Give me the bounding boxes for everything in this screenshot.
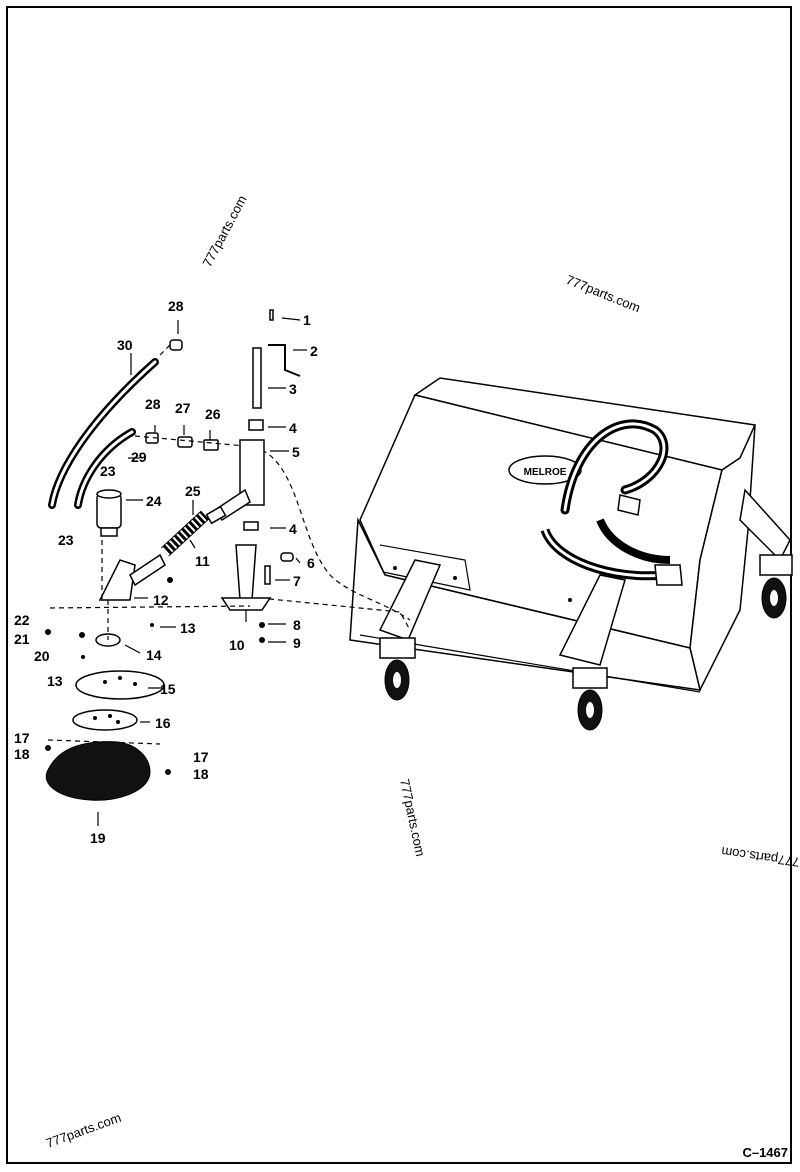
watermark-2: 777parts.com bbox=[564, 272, 643, 315]
callout-17a: 17 bbox=[14, 730, 30, 746]
callout-8: 8 bbox=[293, 617, 301, 633]
callout-21: 21 bbox=[14, 631, 30, 647]
watermark-1: 777parts.com bbox=[199, 193, 249, 270]
callout-27: 27 bbox=[175, 400, 191, 416]
watermark-3: 777parts.com bbox=[397, 778, 428, 858]
callout-29: 29 bbox=[131, 449, 147, 465]
callout-3: 3 bbox=[289, 381, 297, 397]
fittings bbox=[134, 339, 246, 451]
callout-2: 2 bbox=[310, 343, 318, 359]
callout-13a: 13 bbox=[180, 620, 196, 636]
callout-18a: 18 bbox=[14, 746, 30, 762]
callout-6: 6 bbox=[307, 555, 315, 571]
callout-12: 12 bbox=[153, 592, 169, 608]
callout-28b: 28 bbox=[168, 298, 184, 314]
callout-26: 26 bbox=[205, 406, 221, 422]
callout-4b: 4 bbox=[289, 521, 297, 537]
brush-assembly bbox=[45, 600, 171, 801]
callout-20: 20 bbox=[34, 648, 50, 664]
callout-5: 5 bbox=[292, 444, 300, 460]
callout-9: 9 bbox=[293, 635, 301, 651]
callout-15: 15 bbox=[160, 681, 176, 697]
callout-28a: 28 bbox=[145, 396, 161, 412]
callout-7: 7 bbox=[293, 573, 301, 589]
leader-lines bbox=[97, 317, 307, 826]
callout-14: 14 bbox=[146, 647, 162, 663]
caster-wheel-left bbox=[379, 637, 416, 701]
callout-10: 10 bbox=[229, 637, 245, 653]
jack-parts bbox=[213, 309, 301, 643]
drawing-frame bbox=[6, 6, 792, 1164]
callout-19: 19 bbox=[90, 830, 106, 846]
watermark-5: 777parts.com bbox=[44, 1110, 123, 1151]
hose-assembly bbox=[48, 358, 159, 509]
callout-18b: 18 bbox=[193, 766, 209, 782]
callout-16: 16 bbox=[155, 715, 171, 731]
callout-23a: 23 bbox=[100, 463, 116, 479]
motor-24 bbox=[96, 489, 122, 537]
callout-30: 30 bbox=[117, 337, 133, 353]
callout-22: 22 bbox=[14, 612, 30, 628]
callouts: 1 2 3 4 5 4 6 7 8 9 10 11 12 13 13 14 15… bbox=[14, 298, 318, 846]
spring-25 bbox=[160, 510, 210, 557]
watermark-4: 777parts.com bbox=[720, 844, 800, 870]
callout-25: 25 bbox=[185, 483, 201, 499]
caster-wheel-right bbox=[759, 554, 793, 619]
sweeper-body: MELROE bbox=[349, 377, 793, 731]
callout-24: 24 bbox=[146, 493, 162, 509]
bracket-12 bbox=[98, 553, 166, 601]
callout-17b: 17 bbox=[193, 749, 209, 765]
callout-23b: 23 bbox=[58, 532, 74, 548]
callout-1: 1 bbox=[303, 312, 311, 328]
drawing-code: C–1467 bbox=[742, 1145, 788, 1160]
callout-13b: 13 bbox=[47, 673, 63, 689]
brand-plate-text: MELROE bbox=[524, 467, 567, 478]
callout-11: 11 bbox=[195, 553, 210, 569]
callout-4a: 4 bbox=[289, 420, 297, 436]
caster-wheel-center bbox=[572, 667, 608, 731]
